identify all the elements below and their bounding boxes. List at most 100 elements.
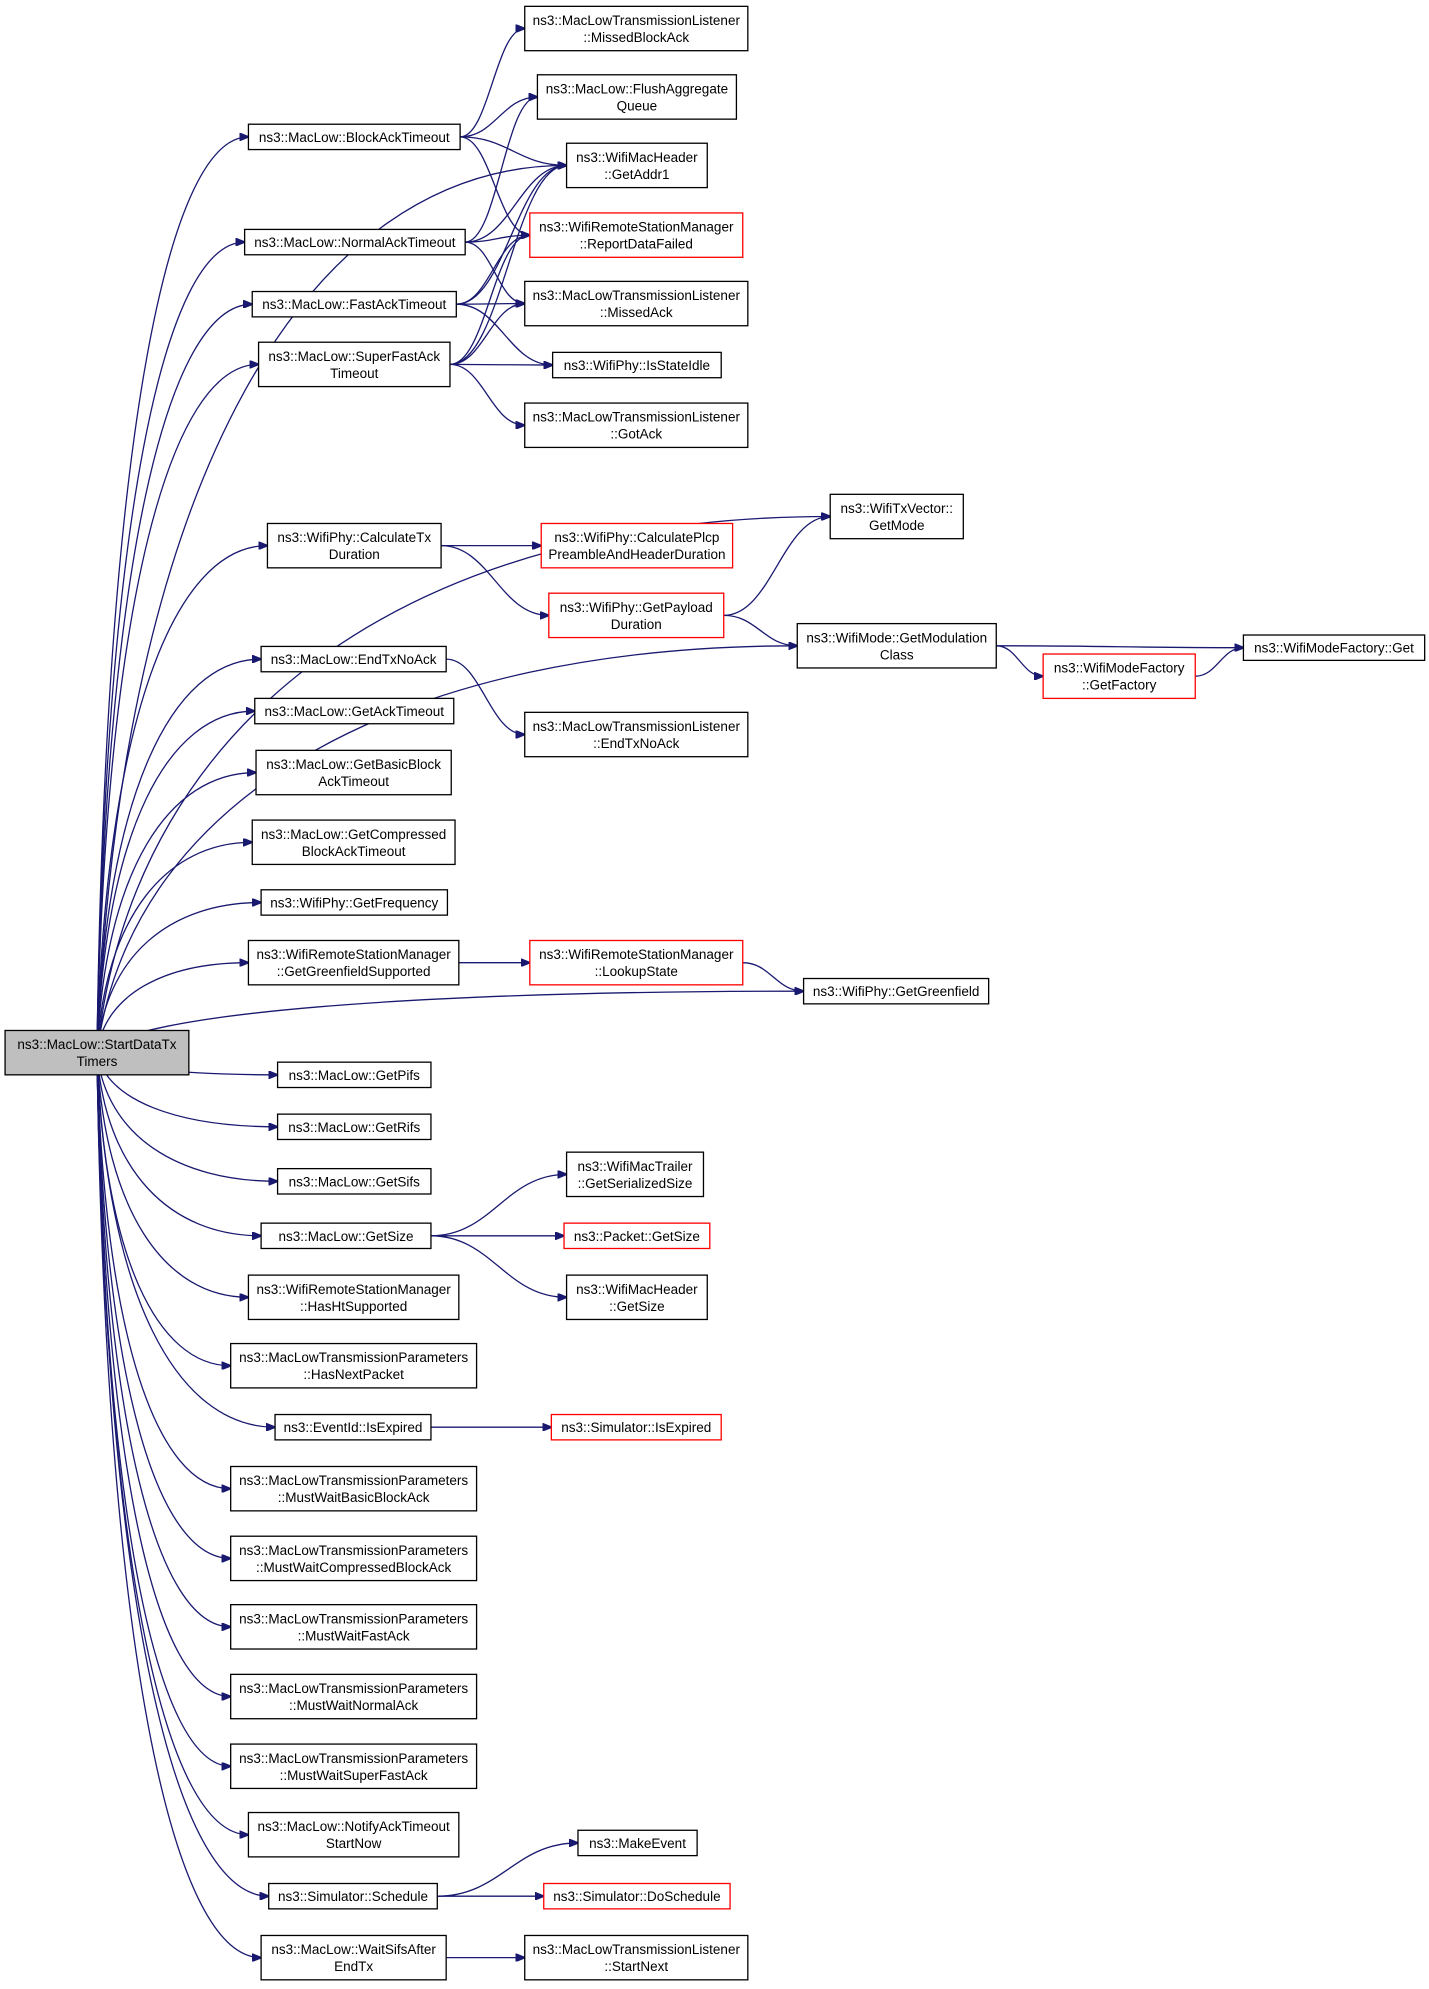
node-gotAck[interactable]: ns3::MacLowTransmissionListener::GotAck <box>524 402 749 449</box>
node-getPifs[interactable]: ns3::MacLow::GetPifs <box>276 1061 432 1089</box>
edge-root-to-normalAckTimeout <box>96 242 245 1053</box>
node-makeEvent[interactable]: ns3::MakeEvent <box>577 1829 698 1857</box>
node-label-line: ns3::MacLowTransmissionParameters <box>239 1681 468 1696</box>
node-fastAckTimeout[interactable]: ns3::MacLow::FastAckTimeout <box>251 290 457 318</box>
node-getSifs[interactable]: ns3::MacLow::GetSifs <box>276 1167 432 1195</box>
node-mustWaitFastAck[interactable]: ns3::MacLowTransmissionParameters::MustW… <box>230 1604 478 1650</box>
node-label-line: ns3::WifiMacHeader <box>576 150 698 165</box>
node-getGreenfield[interactable]: ns3::WifiPhy::GetGreenfield <box>802 977 990 1005</box>
edge-root-to-schedule <box>96 1052 269 1897</box>
node-eventIdIsExpired[interactable]: ns3::EventId::IsExpired <box>274 1413 432 1441</box>
node-doSchedule[interactable]: ns3::Simulator::DoSchedule <box>543 1882 731 1910</box>
node-box <box>565 1274 708 1321</box>
edge-superFastAckTimeout-to-gotAck <box>449 363 525 425</box>
edge-root-to-waitSifsAfterEndTx <box>96 1052 261 1958</box>
node-box <box>274 1413 432 1441</box>
edge-blockAckTimeout-to-reportDataFailed <box>460 136 530 235</box>
edge-fastAckTimeout-to-reportDataFailed <box>456 235 530 305</box>
node-label-line: ::GetFactory <box>1082 678 1157 693</box>
node-mustWaitSuperFastAck[interactable]: ns3::MacLowTransmissionParameters::MustW… <box>230 1743 478 1790</box>
node-box <box>247 1274 460 1321</box>
node-reportDataFailed[interactable]: ns3::WifiRemoteStationManager::ReportDat… <box>529 212 744 258</box>
node-label-line: ns3::MacLow::FastAckTimeout <box>262 297 446 312</box>
node-box <box>802 977 990 1005</box>
node-modeFactoryGet[interactable]: ns3::WifiModeFactory::Get <box>1242 634 1426 662</box>
edge-root-to-mustWaitSuperFastAck <box>96 1052 231 1767</box>
node-getFrequency[interactable]: ns3::WifiPhy::GetFrequency <box>260 889 449 916</box>
edge-getSize-to-headerGetSize <box>430 1235 567 1297</box>
node-schedule[interactable]: ns3::Simulator::Schedule <box>268 1882 438 1910</box>
node-normalAckTimeout[interactable]: ns3::MacLow::NormalAckTimeout <box>243 228 466 256</box>
edge-fastAckTimeout-to-isStateIdle <box>456 303 552 365</box>
node-missedBlockAck[interactable]: ns3::MacLowTransmissionListener::MissedB… <box>524 5 749 52</box>
node-label-line: ns3::WifiMacHeader <box>576 1282 698 1297</box>
node-label-line: BlockAckTimeout <box>302 844 406 859</box>
node-simulatorIsExpired[interactable]: ns3::Simulator::IsExpired <box>550 1413 722 1441</box>
node-box <box>540 522 734 569</box>
node-mustWaitBasicBlockAck[interactable]: ns3::MacLowTransmissionParameters::MustW… <box>230 1465 478 1512</box>
node-getSize[interactable]: ns3::MacLow::GetSize <box>260 1222 432 1250</box>
node-txVectorGetMode[interactable]: ns3::WifiTxVector::GetMode <box>829 493 964 540</box>
node-mustWaitNormalAck[interactable]: ns3::MacLowTransmissionParameters::MustW… <box>230 1673 478 1720</box>
node-label-line: ns3::MacLowTransmissionListener <box>533 1942 741 1957</box>
node-hasNextPacket[interactable]: ns3::MacLowTransmissionParameters::HasNe… <box>230 1342 478 1389</box>
node-label-line: ns3::WifiPhy::GetFrequency <box>270 895 438 910</box>
node-label-line: ::GetAddr1 <box>604 167 669 182</box>
node-box <box>577 1829 698 1857</box>
node-getRifs[interactable]: ns3::MacLow::GetRifs <box>276 1113 432 1141</box>
node-box <box>230 1673 478 1720</box>
edge-getPayloadDuration-to-getModulationClass <box>723 614 798 645</box>
node-blockAckTimeout[interactable]: ns3::MacLow::BlockAckTimeout <box>247 123 461 151</box>
edge-root-to-endTxNoAck <box>96 659 261 1053</box>
node-lookupState[interactable]: ns3::WifiRemoteStationManager::LookupSta… <box>529 939 744 986</box>
node-label-line: PreambleAndHeaderDuration <box>548 547 725 562</box>
node-label-line: Duration <box>611 617 662 632</box>
node-mustWaitCompressedBlockAck[interactable]: ns3::MacLowTransmissionParameters::MustW… <box>230 1535 478 1582</box>
node-label-line: StartNow <box>326 1836 382 1851</box>
edge-superFastAckTimeout-to-getAddr1 <box>449 165 567 366</box>
edge-blockAckTimeout-to-flushAgg <box>460 97 537 138</box>
node-calcPlcp[interactable]: ns3::WifiPhy::CalculatePlcpPreambleAndHe… <box>540 522 734 569</box>
node-missedAck[interactable]: ns3::MacLowTransmissionListener::MissedA… <box>524 280 749 327</box>
node-label-line: ::EndTxNoAck <box>593 736 680 751</box>
node-isStateIdle[interactable]: ns3::WifiPhy::IsStateIdle <box>551 351 722 379</box>
node-startNext[interactable]: ns3::MacLowTransmissionListener::StartNe… <box>524 1934 749 1981</box>
node-headerGetSize[interactable]: ns3::WifiMacHeader::GetSize <box>565 1274 708 1321</box>
edge-normalAckTimeout-to-missedAck <box>465 241 525 303</box>
node-getFactory[interactable]: ns3::WifiModeFactory::GetFactory <box>1042 653 1196 700</box>
node-label-line: Timers <box>77 1054 118 1069</box>
node-getCompressedBlockAckTimeout[interactable]: ns3::MacLow::GetCompressedBlockAckTimeou… <box>251 819 456 866</box>
node-label-line: ns3::WifiModeFactory <box>1054 661 1185 676</box>
edge-root-to-getAddr1 <box>96 165 567 1053</box>
node-label-line: ns3::MacLow::EndTxNoAck <box>271 652 437 667</box>
node-label-line: AckTimeout <box>318 774 389 789</box>
node-label-line: ns3::MakeEvent <box>589 1836 686 1851</box>
node-listenerEndTxNoAck[interactable]: ns3::MacLowTransmissionListener::EndTxNo… <box>524 711 749 758</box>
edge-root-to-getFrequency <box>96 902 261 1053</box>
node-endTxNoAck[interactable]: ns3::MacLow::EndTxNoAck <box>260 645 447 673</box>
node-box <box>266 522 442 569</box>
node-getAddr1[interactable]: ns3::WifiMacHeader::GetAddr1 <box>565 142 708 189</box>
node-box <box>276 1061 432 1089</box>
node-trailerSerializedSize[interactable]: ns3::WifiMacTrailer::GetSerializedSize <box>565 1151 705 1198</box>
edge-root-to-superFastAckTimeout <box>96 364 259 1053</box>
node-label-line: ns3::MacLowTransmissionParameters <box>239 1350 468 1365</box>
node-box <box>4 1029 190 1076</box>
node-box <box>247 939 460 986</box>
node-label-line: ns3::Packet::GetSize <box>574 1229 700 1244</box>
node-hasHtSupported[interactable]: ns3::WifiRemoteStationManager::HasHtSupp… <box>247 1274 460 1321</box>
node-getAckTimeout[interactable]: ns3::MacLow::GetAckTimeout <box>254 697 455 725</box>
nodes-layer: ns3::MacLow::StartDataTxTimersns3::MacLo… <box>4 5 1426 1981</box>
node-getGreenfieldSupported[interactable]: ns3::WifiRemoteStationManager::GetGreenf… <box>247 939 460 986</box>
node-label-line: ::GotAck <box>610 427 662 442</box>
node-packetGetSize[interactable]: ns3::Packet::GetSize <box>563 1222 711 1250</box>
